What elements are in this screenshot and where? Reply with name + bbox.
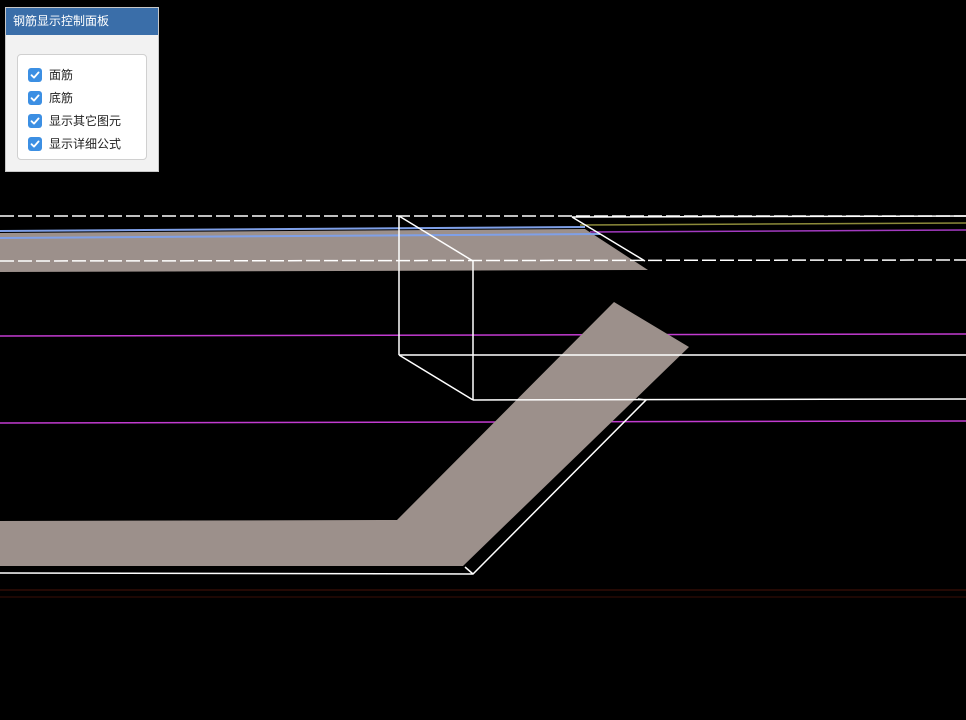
checkbox-show-other-elements[interactable]	[28, 113, 42, 128]
check-icon	[30, 140, 40, 147]
slab-diag-short	[464, 566, 474, 575]
check-icon	[30, 71, 40, 78]
panel-title: 钢筋显示控制面板	[6, 8, 158, 35]
checkbox-show-detailed-formula[interactable]	[28, 136, 42, 151]
top-rebar-band	[0, 229, 648, 272]
option-label: 显示详细公式	[49, 137, 122, 151]
option-show-detailed-formula[interactable]: 显示详细公式	[18, 132, 146, 155]
bent-rebar	[0, 302, 689, 566]
blue-rebar-line-1	[0, 226, 586, 232]
column-diag-bottom	[398, 354, 474, 401]
option-show-other-elements[interactable]: 显示其它图元	[18, 109, 146, 132]
magenta-line-1	[0, 333, 966, 337]
option-top-rebar[interactable]: 面筋	[18, 63, 146, 86]
option-label: 显示其它图元	[49, 114, 122, 128]
slab-diagonal-outline	[0, 398, 648, 575]
column-outline-top	[398, 215, 474, 400]
beam-right-top-edge	[571, 215, 966, 218]
option-label: 底筋	[49, 91, 74, 105]
beam-mid-edge	[0, 259, 966, 262]
magenta-line-2	[0, 420, 966, 424]
option-bottom-rebar[interactable]: 底筋	[18, 86, 146, 109]
top-right-diag	[571, 216, 646, 262]
olive-line	[579, 222, 966, 226]
options-group: 面筋 底筋 显示其它图元 显示详细公式	[17, 54, 147, 160]
checkbox-top-rebar[interactable]	[28, 67, 42, 82]
blue-rebar-line-2	[0, 233, 601, 239]
check-icon	[30, 117, 40, 124]
rebar-display-control-panel: 钢筋显示控制面板 面筋 底筋 显示其它图元	[5, 7, 159, 172]
checkbox-bottom-rebar[interactable]	[28, 90, 42, 105]
check-icon	[30, 94, 40, 101]
magenta-line-3	[589, 229, 966, 233]
option-label: 面筋	[49, 68, 74, 82]
beam-lower-edge	[472, 398, 966, 401]
